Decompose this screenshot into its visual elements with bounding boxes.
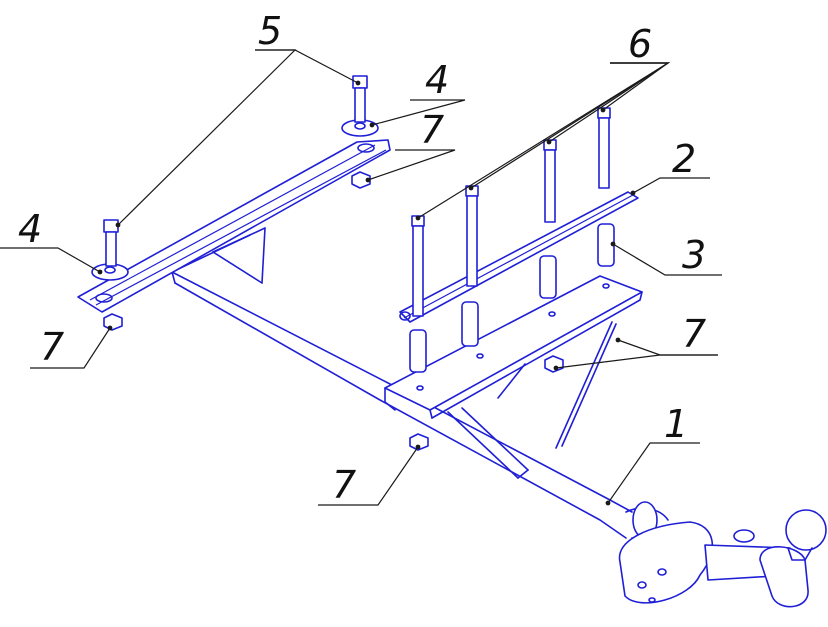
- main-beam: [171, 227, 633, 539]
- nut-rear-right: [351, 171, 371, 189]
- tow-hook: [618, 501, 827, 608]
- washer-right: [341, 119, 379, 137]
- callout-7-lower: 7: [332, 463, 356, 507]
- rear-mounting-bar: [77, 139, 391, 313]
- leader-dots: [97, 80, 636, 506]
- callout-7-upper: 7: [420, 108, 444, 152]
- clamp-strip: [399, 191, 639, 323]
- callout-7-left: 7: [40, 325, 64, 369]
- callout-4-left: 4: [18, 207, 42, 251]
- callout-6: 6: [628, 22, 652, 66]
- bolt-left: [103, 219, 119, 267]
- callout-7-right: 7: [682, 312, 706, 356]
- leader-lines: [0, 49, 722, 506]
- front-plate-bracket: [384, 275, 643, 419]
- spacer-tubes: [409, 223, 615, 373]
- callout-3: 3: [682, 233, 706, 277]
- callout-1: 1: [664, 402, 688, 446]
- nut-lower: [409, 433, 429, 451]
- nut-front-right: [544, 355, 564, 373]
- callout-5: 5: [258, 9, 282, 53]
- callout-2: 2: [672, 137, 696, 181]
- nut-rear-left: [103, 313, 123, 331]
- long-bolts: [411, 107, 611, 317]
- callout-4-right: 4: [425, 58, 449, 102]
